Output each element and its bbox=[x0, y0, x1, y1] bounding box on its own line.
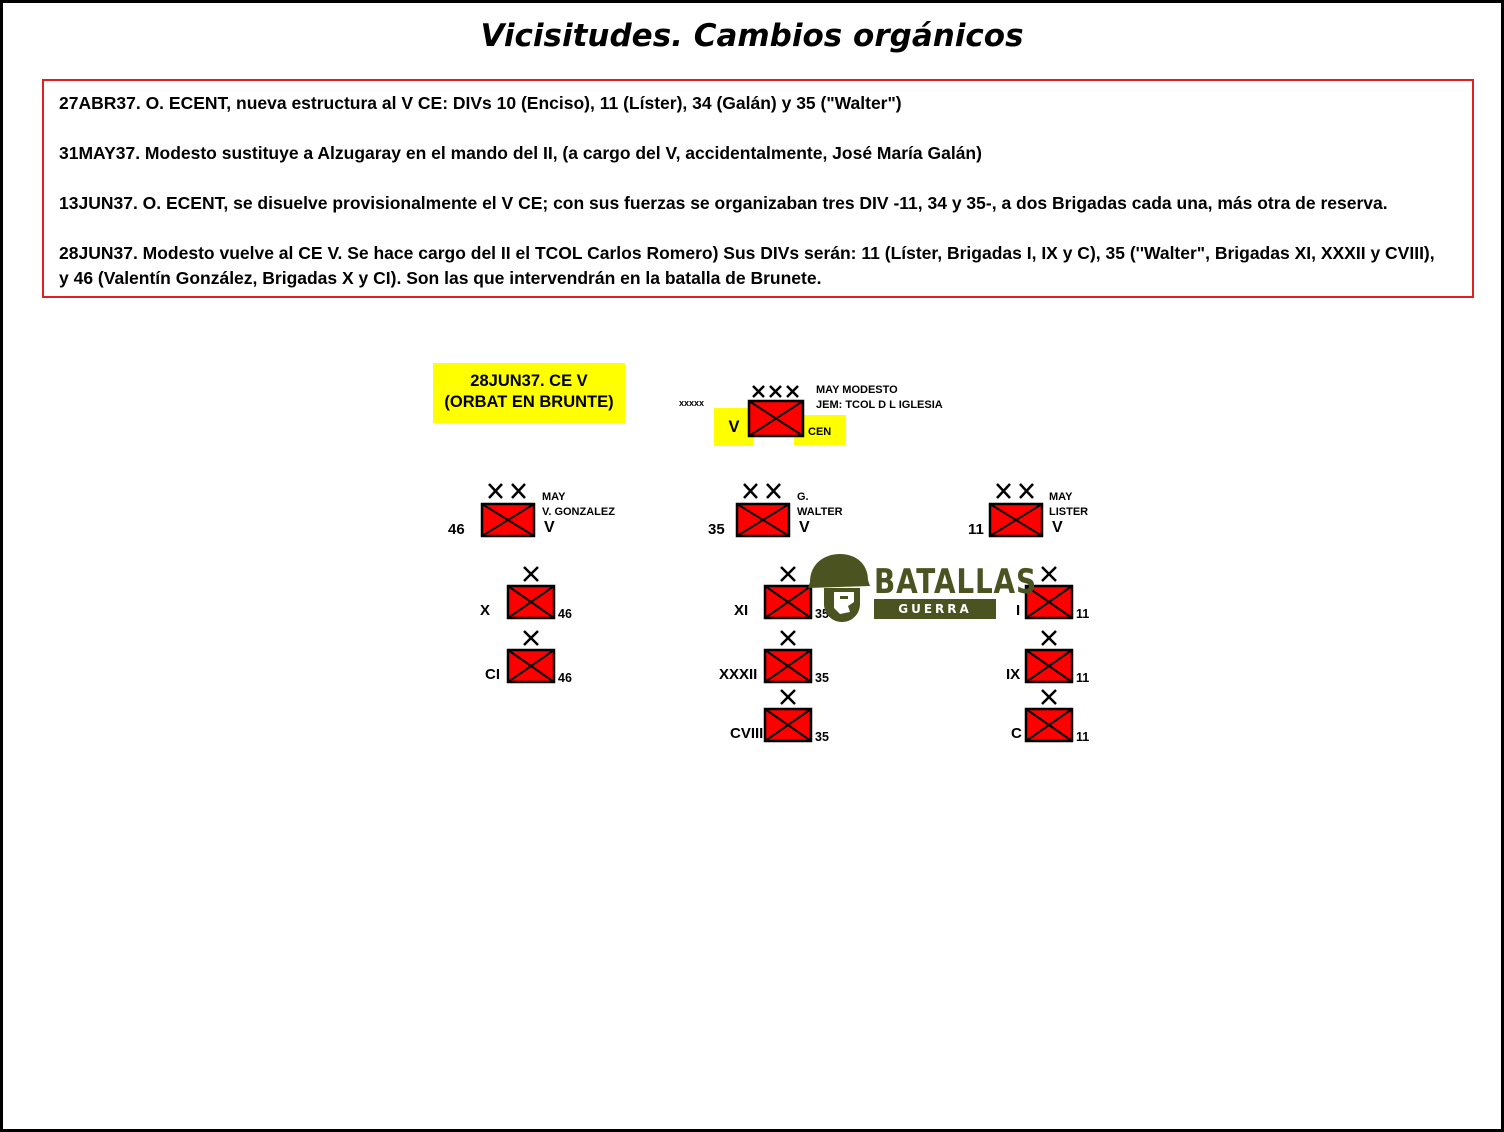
brigade-x-id: X bbox=[480, 602, 491, 619]
division-35-number: 35 bbox=[708, 521, 725, 538]
logo-name: BATALLAS bbox=[874, 562, 1037, 602]
brigade-x-symbol bbox=[506, 566, 556, 620]
brigade-cviii-id: CVIII bbox=[730, 725, 764, 742]
orbat-label-line2: (ORBAT EN BRUNTE) bbox=[444, 393, 614, 411]
division-46-symbol bbox=[480, 483, 536, 538]
corps-id: V bbox=[728, 418, 740, 436]
division-46-commander-name: V. GONZALEZ bbox=[542, 506, 615, 518]
brigade-i-symbol bbox=[1024, 566, 1074, 620]
corps-chief-of-staff: JEM: TCOL D L IGLESIA bbox=[816, 399, 943, 411]
brigade-xxxii-id: XXXII bbox=[719, 666, 758, 683]
brigade-cviii-symbol bbox=[763, 689, 813, 743]
brigade-xi-symbol bbox=[763, 566, 813, 620]
division-11-parent: V bbox=[1052, 519, 1063, 536]
note-27abr37: 27ABR37. O. ECENT, nueva estructura al V… bbox=[59, 93, 902, 113]
note-28jun37: 28JUN37. Modesto vuelve al CE V. Se hace… bbox=[59, 243, 1435, 288]
brigade-ix-parent: 11 bbox=[1076, 671, 1090, 685]
batallas-logo: BATALLAS GUERRA CIVIL bbox=[800, 550, 1036, 636]
brigade-xi-id: XI bbox=[734, 602, 749, 619]
brigade-ci-symbol bbox=[506, 630, 556, 684]
corps-id-box: V bbox=[714, 408, 754, 446]
notes-box: 27ABR37. O. ECENT, nueva estructura al V… bbox=[42, 79, 1474, 298]
division-46-number: 46 bbox=[448, 521, 465, 538]
brigade-xxxii-parent: 35 bbox=[815, 671, 829, 685]
corps-tag: CEN bbox=[808, 426, 832, 438]
logo-subtitle: GUERRA CIVIL bbox=[874, 599, 996, 636]
division-46-parent: V bbox=[544, 519, 555, 536]
corps-commander: MAY MODESTO bbox=[816, 384, 898, 396]
orbat-label: 28JUN37. CE V (ORBAT EN BRUNTE) bbox=[433, 363, 625, 423]
corps-echelon-mark: xxxxx bbox=[679, 398, 705, 408]
soldier-helmet-icon bbox=[808, 554, 870, 622]
brigade-x-parent: 46 bbox=[558, 607, 572, 621]
brigade-ix-id: IX bbox=[1006, 666, 1021, 683]
brigade-c-symbol bbox=[1024, 689, 1074, 743]
note-31may37: 31MAY37. Modesto sustituye a Alzugaray e… bbox=[59, 143, 982, 163]
corps-echelon-xxx bbox=[752, 385, 799, 398]
division-35-symbol bbox=[735, 483, 791, 538]
note-13jun37: 13JUN37. O. ECENT, se disuelve provision… bbox=[59, 193, 1388, 213]
division-11-commander-name: LISTER bbox=[1049, 506, 1089, 518]
division-35-commander-name: WALTER bbox=[797, 506, 843, 518]
brigade-ix-symbol bbox=[1024, 630, 1074, 684]
division-11-commander-rank: MAY bbox=[1049, 491, 1073, 503]
brigade-cviii-parent: 35 bbox=[815, 730, 829, 744]
orbat-label-line1: 28JUN37. CE V bbox=[470, 372, 588, 390]
brigade-c-parent: 11 bbox=[1076, 730, 1090, 744]
brigade-ci-parent: 46 bbox=[558, 671, 572, 685]
brigade-i-parent: 11 bbox=[1076, 607, 1090, 621]
brigade-ci-id: CI bbox=[485, 666, 500, 683]
division-11-number: 11 bbox=[968, 521, 984, 538]
corps-symbol bbox=[747, 385, 805, 438]
brigade-i-id: I bbox=[1016, 602, 1021, 619]
brigade-c-id: C bbox=[1011, 725, 1022, 742]
division-46-commander-rank: MAY bbox=[542, 491, 566, 503]
division-35-parent: V bbox=[799, 519, 810, 536]
page-title: Vicisitudes. Cambios orgánicos bbox=[480, 18, 1024, 54]
division-35-commander-rank: G. bbox=[797, 491, 809, 503]
brigade-xxxii-symbol bbox=[763, 630, 813, 684]
division-11-symbol bbox=[988, 483, 1044, 538]
